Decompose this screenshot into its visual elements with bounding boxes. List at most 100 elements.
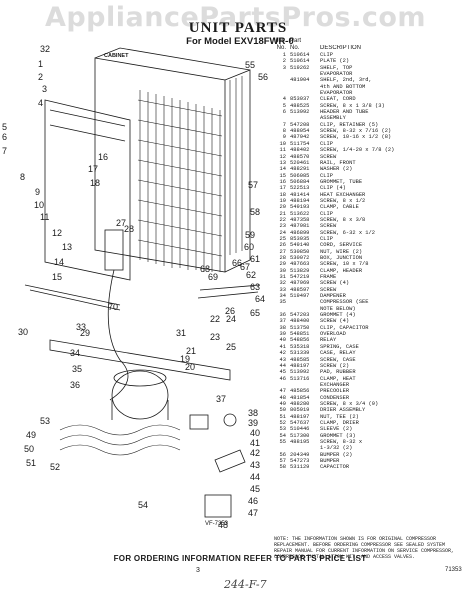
part-illus-no: 46 [279, 375, 286, 382]
part-description: CLIP [320, 235, 333, 242]
callout: 53 [40, 416, 50, 426]
part-description: CLIP [320, 52, 333, 58]
part-illus-no: 54 [279, 432, 286, 439]
part-illus-no: 16 [279, 178, 286, 185]
part-number: 481904 [290, 77, 310, 84]
callout: 24 [226, 314, 236, 324]
part-illus-no: 36 [279, 312, 286, 319]
drier-assembly [214, 449, 246, 473]
part-number: 853037 [290, 96, 310, 103]
part-number: 530072 [290, 255, 310, 261]
part-number: 486899 [290, 229, 310, 236]
part-illus-no: 6 [282, 109, 286, 116]
part-description: OVERLOAD [320, 331, 346, 338]
part-description: SCREW, 10-16 x 1/2 (8) [320, 134, 392, 141]
part-number: 513992 [290, 369, 310, 376]
part-description: CLIP [320, 210, 333, 217]
part-description: RELAY [320, 337, 337, 344]
table-header-row-2: No. No. DESCRIPTION [274, 45, 466, 52]
callout: 16 [98, 152, 108, 162]
part-illus-no: 50 [279, 407, 286, 414]
callout: 17 [88, 164, 98, 174]
part-description: CASE, RELAY [320, 350, 356, 357]
junction-box [104, 229, 124, 271]
callout: 28 [124, 224, 134, 234]
part-illus-no: 43 [279, 356, 286, 363]
callout: 55 [245, 60, 255, 70]
part-illus-no: 13 [279, 159, 286, 166]
callout: 33 [76, 322, 86, 332]
handwritten-note: 244-F-7 [224, 578, 267, 591]
part-illus-no: 37 [279, 318, 286, 325]
part-description: DAMPENER [320, 293, 346, 300]
exploded-parts-diagram: 32 1 2 3 4 5 6 7 8 9 10 11 12 13 14 15 1… [2, 44, 268, 530]
part-illus-no: 9 [282, 134, 286, 141]
callout: 35 [72, 364, 82, 374]
part-number: 488402 [290, 147, 310, 154]
part-illus-no: 10 [279, 140, 286, 147]
part-illus-no: 7 [282, 121, 286, 128]
callout: 57 [248, 180, 258, 190]
part-illus-no: 11 [279, 147, 286, 154]
part-description: EVAPORATOR [320, 90, 353, 97]
header-tube [24, 284, 121, 311]
part-illus-no: 53 [279, 426, 286, 433]
part-number: 549140 [290, 242, 310, 249]
part-number: 547637 [290, 419, 310, 426]
part-description: SCREW, 6-32 x 1/2 [320, 229, 375, 236]
part-description: GROMMET (4) [320, 312, 356, 319]
part-illus-no: 30 [279, 267, 286, 274]
part-description: NOTE BELOW) [320, 305, 356, 312]
callout: 58 [250, 207, 260, 217]
callout: 49 [26, 430, 36, 440]
callout: 26 [225, 306, 235, 316]
callout: 45 [250, 484, 260, 494]
part-description: COMPRESSOR (SEE [320, 299, 369, 306]
part-number: 506884 [290, 178, 310, 185]
part-description: SHELF, TOP [320, 64, 353, 71]
part-number: 488197 [290, 362, 310, 369]
table-row: 481904 SHELF, 2nd, 3rd, [274, 77, 466, 83]
part-number: 522513 [290, 185, 310, 192]
cabinet-side [224, 69, 251, 273]
callout: 50 [24, 444, 34, 454]
relay-case [189, 414, 209, 430]
part-illus-no: 29 [279, 261, 286, 268]
part-description: SCREW (2) [320, 362, 350, 369]
part-description: SCREW, 8 x 1/2 [320, 197, 366, 204]
callout: 36 [70, 380, 80, 390]
part-illus-no: 1 [282, 52, 286, 58]
part-description: SHELF, 2nd, 3rd, [320, 77, 372, 84]
callout: 29 [80, 328, 90, 338]
callout: 32 [40, 44, 50, 54]
part-illus-no: 12 [279, 153, 286, 160]
part-description: NUT, TEE (2) [320, 413, 359, 420]
part-number: 547273 [290, 458, 310, 464]
compressor-note: NOTE: THE INFORMATION SHOWN IS FOR ORIGI… [274, 536, 455, 560]
ordering-footer: FOR ORDERING INFORMATION REFER TO PARTS … [113, 554, 367, 563]
part-illus-no: 28 [279, 255, 286, 261]
part-description: CLIP, CAPACITOR [320, 324, 369, 331]
part-illus-no: 17 [279, 185, 286, 192]
part-description: CLIP (4) [320, 185, 346, 192]
part-number: 519262 [290, 64, 310, 71]
callout: 10 [34, 200, 44, 210]
callout: 56 [258, 72, 268, 82]
table-row: EXCHANGER [274, 382, 466, 388]
